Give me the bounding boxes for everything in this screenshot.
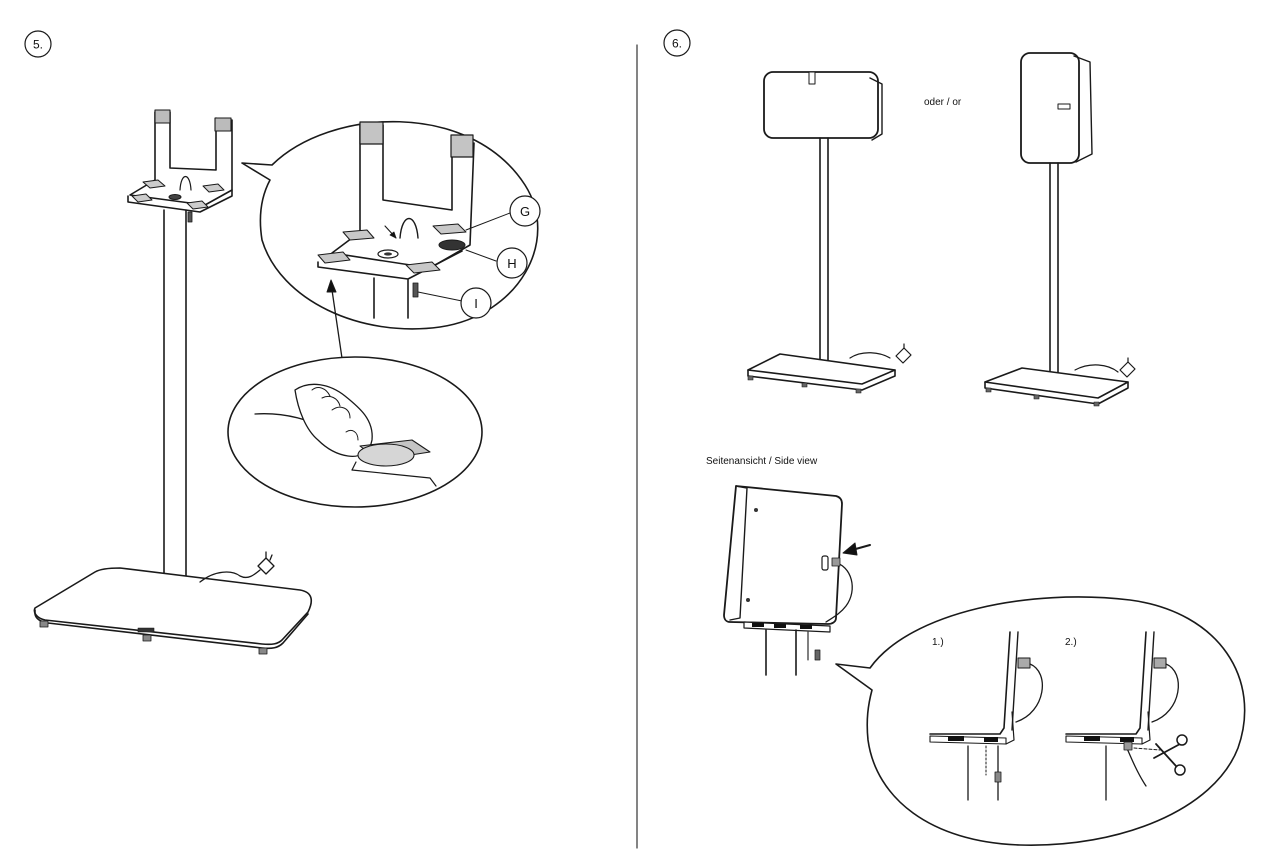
side-view-speaker (723, 485, 871, 676)
step-6-badge (663, 29, 691, 57)
foot-right (258, 647, 268, 655)
power-plug-icon (895, 343, 912, 364)
cable-routing-magnifier: 1.) 2.) (835, 596, 1246, 846)
stand-top-bracket (127, 109, 233, 223)
stand-column (163, 209, 187, 614)
callout-g-label: G (520, 204, 530, 219)
foot-left (39, 620, 49, 628)
magnified-washer (438, 239, 466, 251)
pad-upright-right (214, 117, 232, 132)
power-plug-icon (1119, 357, 1136, 378)
callout-h-marker (496, 247, 528, 279)
detail-step-2-label: 2.) (1065, 637, 1077, 648)
step-5-number: 5. (33, 38, 43, 52)
step-6-panel: 6. oder / or (663, 29, 1246, 846)
cable-clip (187, 211, 193, 223)
side-view-label: Seitenansicht / Side view (706, 456, 818, 467)
pad-top-3 (131, 193, 153, 203)
pad-upright-left (154, 109, 171, 124)
pad-placement-arrow-icon (326, 279, 344, 366)
power-plug-icon (257, 551, 275, 575)
top-plate-magnifier: G H I (241, 120, 541, 330)
center-hole (168, 194, 182, 200)
pad-top-2 (202, 183, 225, 193)
pad-application-magnifier (227, 356, 483, 508)
foot-middle (142, 634, 152, 642)
magnified-cable-clip (412, 282, 419, 298)
magnified-pad-3 (317, 251, 351, 264)
detail-2-drawing (1065, 631, 1188, 801)
pad-top-1 (142, 179, 166, 189)
base-label-slot (137, 627, 155, 633)
stand-base-plate (33, 567, 313, 655)
callout-g-marker (509, 195, 541, 227)
step-5-badge (24, 30, 52, 58)
callout-i-label: I (474, 296, 478, 311)
pad-top-4 (186, 200, 209, 210)
step-6-number: 6. (672, 37, 682, 51)
orientation-or-label: oder / or (924, 97, 962, 108)
stand-with-speaker-portrait (984, 52, 1136, 407)
connection-arrow-icon (842, 542, 871, 556)
adhesive-pad-disc (357, 443, 415, 467)
magnified-pad-upright-left (359, 121, 384, 145)
detail-1-drawing (929, 631, 1043, 801)
callout-i-marker (460, 287, 492, 319)
stand-with-speaker-landscape (747, 71, 912, 394)
magnified-pad-upright-right (450, 134, 474, 158)
magnified-pad-2 (432, 223, 467, 235)
speaker-landscape (763, 71, 879, 139)
magnified-pad-4 (405, 261, 441, 274)
callout-h-label: H (507, 256, 516, 271)
detail-step-1-label: 1.) (932, 637, 944, 648)
magnified-pad-1 (342, 229, 375, 241)
scissors-icon (1153, 734, 1188, 776)
step-5-panel: 5. (24, 30, 541, 655)
power-cable (199, 551, 275, 583)
